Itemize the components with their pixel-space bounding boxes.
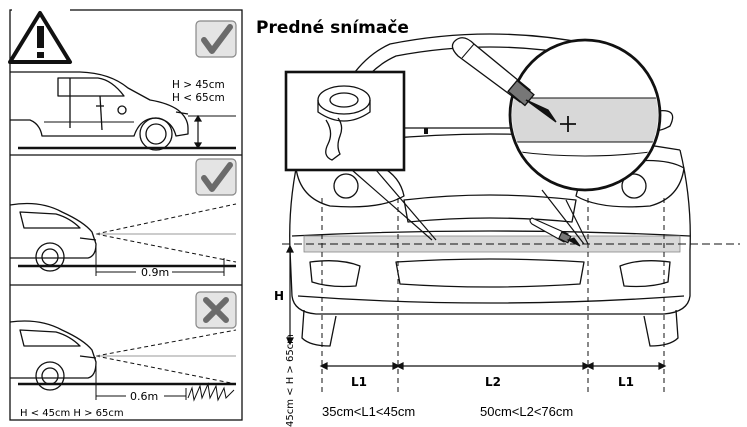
detection-cone-bad — [95, 329, 237, 385]
height-max-label: H < 65cm — [172, 92, 225, 104]
l2-range-label: 50cm<L2<76cm — [480, 404, 573, 419]
distance-bracket — [95, 366, 187, 400]
check-icon — [195, 158, 237, 196]
warning-icon — [8, 8, 72, 66]
l1-right-label: L1 — [618, 375, 634, 389]
check-icon — [195, 20, 237, 58]
height-measure — [286, 244, 294, 346]
distance-label: 0.6m — [130, 390, 158, 403]
distance-label: 0.9m — [141, 266, 169, 279]
vertical-range-label: 45cm < H > 65cm — [285, 334, 296, 427]
detection-cone-ok — [95, 203, 237, 263]
l2-label: L2 — [485, 375, 501, 389]
panel-3-car-front — [9, 320, 97, 391]
magnifier-callout — [508, 38, 662, 245]
marker-pen-small — [529, 217, 581, 247]
spacing-arrows — [319, 362, 667, 370]
distance-bracket — [95, 244, 225, 276]
emblem — [424, 128, 428, 134]
grass-obstacle — [187, 382, 235, 402]
l1-left-label: L1 — [351, 375, 367, 389]
tape-callout — [284, 70, 437, 241]
marker-pen-icon — [451, 37, 557, 123]
panel-frame — [9, 9, 243, 421]
page-title: Predné snímače — [256, 18, 409, 38]
tape-roll-icon — [317, 85, 371, 161]
panel-2-car-front — [9, 202, 97, 272]
height-arrow — [193, 114, 203, 150]
sensor-position-lines — [321, 198, 665, 392]
l1-range-label: 35cm<L1<45cm — [322, 404, 415, 419]
left-instruction-panel — [9, 9, 243, 421]
range-label: H < 45cm H > 65cm — [20, 408, 124, 419]
height-label: H — [274, 289, 284, 303]
panel-1-side-car — [10, 71, 189, 151]
cross-icon — [195, 291, 237, 329]
height-min-label: H > 45cm — [172, 79, 225, 91]
